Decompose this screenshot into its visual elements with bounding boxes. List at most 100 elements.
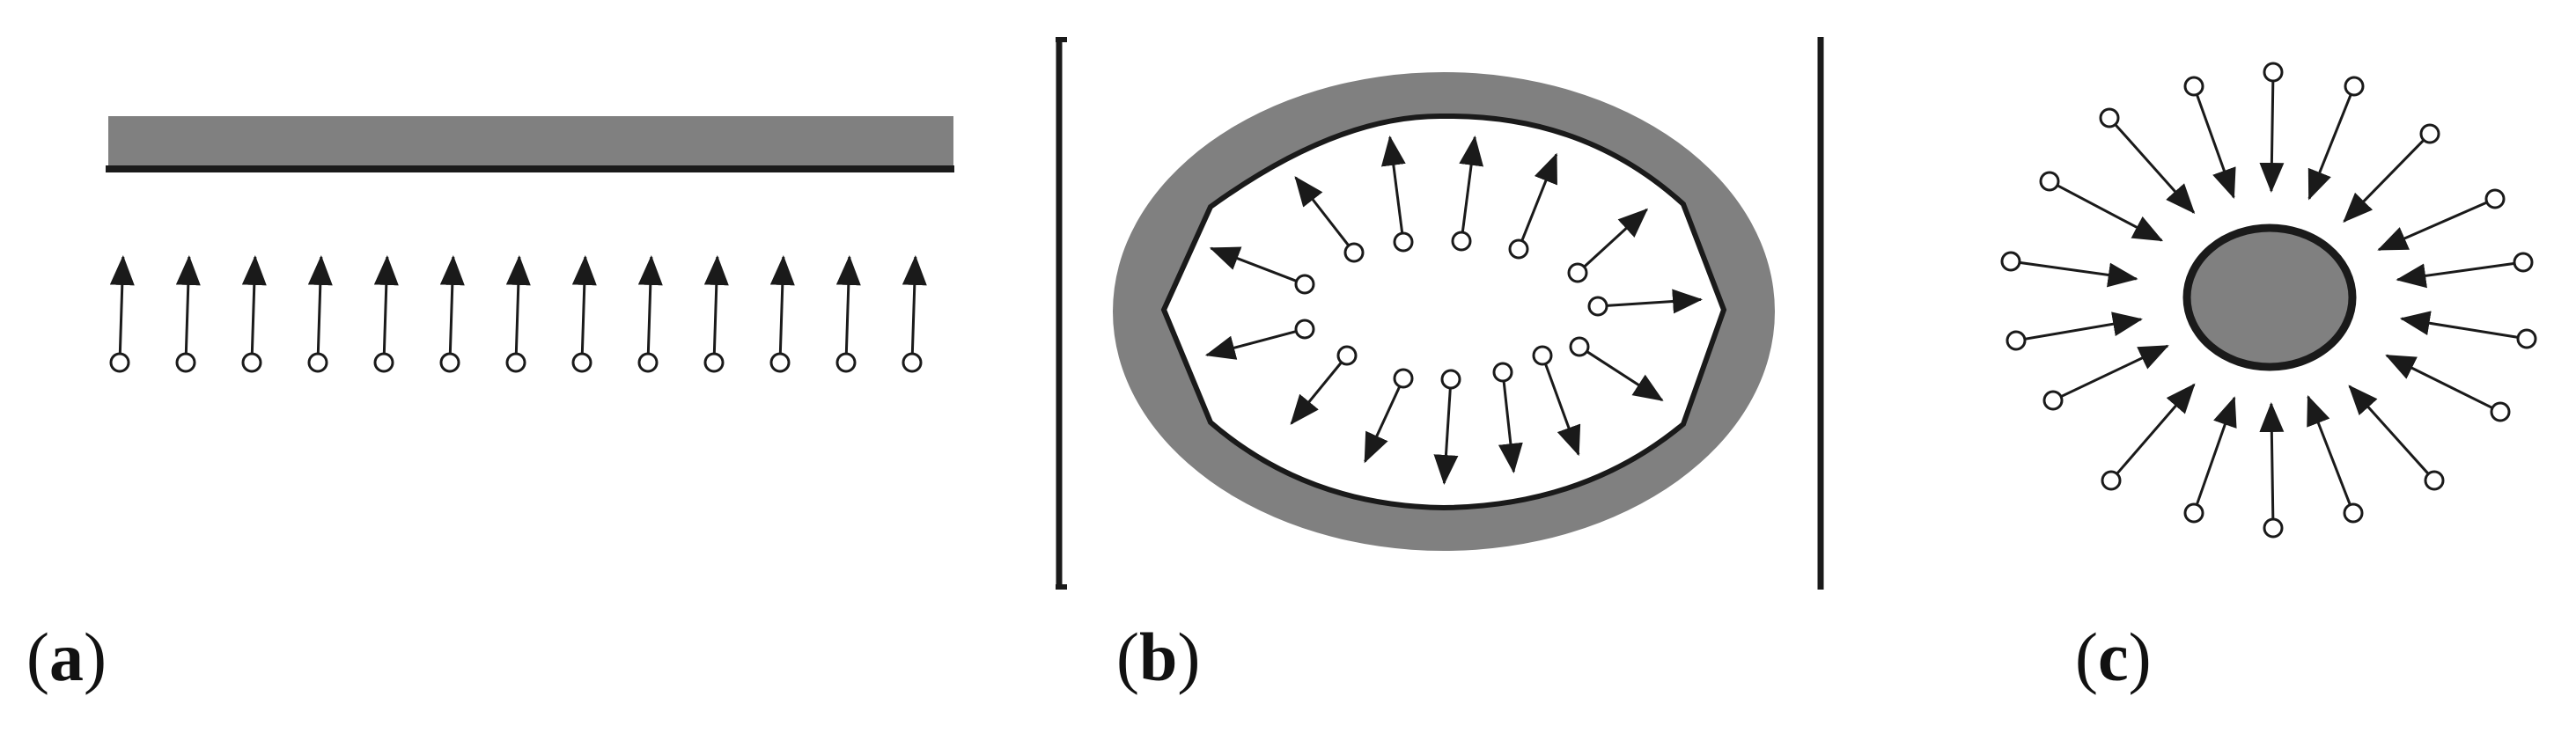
panel-c-gray-particle	[2182, 224, 2357, 371]
panel-a-arrow-4-shaft	[307, 254, 333, 355]
panel-c-arrow-11-tail-circle	[2183, 502, 2204, 524]
panel-c-arrow-3-shaft	[2343, 139, 2425, 223]
panel-c-arrow-18-tail-circle	[2183, 76, 2204, 97]
panel-c-arrow-14	[2006, 312, 2143, 351]
panel-b-arrow-4-shaft	[1520, 152, 1558, 242]
panel-b-arrow-12-shaft	[1290, 361, 1343, 425]
panel-b-arrow-4-tail-circle	[1508, 238, 1529, 260]
panel-b-arrow-10-tail-circle	[1440, 369, 1461, 390]
panel-a-arrow-5-shaft	[373, 254, 399, 355]
panel-b-arrow-13	[1204, 319, 1315, 360]
panel-a-arrow-1	[109, 254, 135, 373]
panel-a-arrow-2-tail-circle	[175, 352, 196, 373]
panel-b-arrow-10	[1433, 369, 1461, 486]
panel-c-arrow-12	[2101, 383, 2196, 491]
panel-b-arrow-11	[1364, 368, 1414, 464]
panel-c-arrow-18	[2183, 76, 2236, 199]
panel-c-arrow-12-shaft	[2116, 383, 2196, 475]
panel-label-c: (c)	[2075, 619, 2152, 695]
panel-a-arrow-4-tail-circle	[307, 352, 328, 373]
panel-c-arrow-3-tail-circle	[2419, 123, 2440, 144]
panel-a-arrow-13	[902, 254, 927, 373]
panel-a-arrow-5-tail-circle	[373, 352, 394, 373]
panel-b-arrow-10-shaft	[1433, 387, 1459, 486]
panel-b-arrow-11-shaft	[1364, 385, 1402, 464]
panel-a-arrow-12-shaft	[835, 254, 861, 355]
panel-b-arrow-6-shaft	[1606, 289, 1704, 314]
panel-a-arrow-5	[373, 254, 399, 373]
panel-c-arrow-8-shaft	[2348, 385, 2430, 475]
panel-c-arrow-12-tail-circle	[2101, 470, 2122, 491]
panel-b-arrow-1	[1294, 176, 1365, 263]
panel-c-arrow-8	[2348, 385, 2445, 491]
panel-label-a: (a)	[26, 619, 107, 695]
panel-a-arrow-11-tail-circle	[769, 352, 791, 373]
panel-a-surface-line	[106, 165, 954, 172]
panel-c-arrow-11	[2183, 396, 2237, 524]
panel-a-arrow-group	[109, 254, 927, 373]
panel-b-arrow-2-shaft	[1380, 135, 1406, 234]
panel-c-arrow-7-tail-circle	[2490, 401, 2511, 422]
panel-a-arrow-6	[439, 254, 465, 373]
panel-a-arrow-10-shaft	[703, 254, 729, 355]
panel-a-gray-slab	[108, 116, 953, 165]
panel-b-arrow-14-shaft	[1209, 246, 1298, 282]
panel-b-arrow-12-tail-circle	[1336, 345, 1358, 366]
panel-c-arrow-13-tail-circle	[2042, 390, 2064, 411]
panel-b-arrow-8-tail-circle	[1532, 345, 1553, 366]
panel-c-arrow-2-tail-circle	[2344, 76, 2365, 97]
panel-a-arrow-7	[505, 254, 531, 373]
panel-b-arrow-6-tail-circle	[1587, 296, 1608, 317]
panel-b-arrow-7-shaft	[1586, 350, 1664, 402]
panel-c-arrow-11-shaft	[2195, 396, 2237, 506]
panel-c-arrow-10-shaft	[2259, 401, 2285, 520]
panel-b-arrow-1-shaft	[1294, 176, 1351, 247]
panel-b-arrow-14-tail-circle	[1294, 274, 1315, 295]
panel-c-arrow-17-tail-circle	[2099, 107, 2120, 128]
panel-b-arrow-7-tail-circle	[1569, 336, 1590, 357]
panel-a-arrow-12	[835, 254, 861, 373]
panel-c-arrow-9-tail-circle	[2343, 502, 2364, 524]
panel-b-arrow-9-tail-circle	[1492, 362, 1513, 383]
panel-c-arrow-7	[2385, 354, 2511, 422]
panel-a-arrow-3-tail-circle	[241, 352, 262, 373]
panel-b-arrow-3	[1451, 135, 1484, 252]
panel-c-arrow-6-shaft	[2399, 311, 2519, 339]
panel-a-arrow-13-shaft	[902, 254, 927, 355]
panel-c-arrow-6-tail-circle	[2516, 328, 2537, 349]
panel-b-arrow-9-shaft	[1498, 380, 1523, 474]
panel-b-arrow-group	[1204, 135, 1704, 486]
panel-b-arrow-9	[1492, 362, 1523, 474]
panel-c-arrow-16-shaft	[2057, 184, 2164, 242]
panel-c-arrow-17	[2099, 107, 2196, 214]
panel-c-arrow-15-shaft	[2019, 260, 2138, 288]
panel-b-arrow-5-shaft	[1583, 208, 1649, 268]
panel-a-arrow-6-shaft	[439, 254, 465, 355]
panel-a-arrow-11	[769, 254, 795, 373]
panel-b-arrow-13-tail-circle	[1294, 319, 1315, 340]
panel-c-arrow-10-tail-circle	[2263, 517, 2284, 539]
panel-b-arrow-8-shaft	[1544, 363, 1581, 457]
panel-c-arrow-14-tail-circle	[2006, 330, 2027, 351]
panel-c-arrow-15	[2000, 251, 2138, 288]
panel-b-arrow-12	[1290, 345, 1358, 425]
panel-b-arrow-5-tail-circle	[1567, 262, 1588, 283]
panel-b-arrow-2	[1380, 135, 1414, 253]
panel-c-arrow-4	[2377, 188, 2506, 252]
panel-b	[1056, 37, 1824, 590]
panel-a-arrow-9-tail-circle	[637, 352, 659, 373]
panel-a-arrow-7-tail-circle	[505, 352, 526, 373]
panel-b-arrow-3-shaft	[1459, 135, 1484, 233]
panel-c-arrow-1	[2259, 62, 2285, 194]
panel-a-arrow-9	[637, 254, 663, 373]
panel-a-arrow-2	[175, 254, 201, 373]
panel-c-arrow-1-shaft	[2259, 80, 2285, 194]
panel-c-arrow-5-tail-circle	[2513, 252, 2534, 273]
panel-c-arrow-13	[2042, 344, 2169, 411]
panel-c-arrow-4-shaft	[2377, 201, 2488, 252]
panel-c-arrow-5-shaft	[2396, 261, 2515, 289]
panel-c-arrow-8-tail-circle	[2424, 470, 2445, 491]
panel-a-arrow-3	[241, 254, 267, 373]
panel-b-arrow-5	[1567, 208, 1649, 283]
